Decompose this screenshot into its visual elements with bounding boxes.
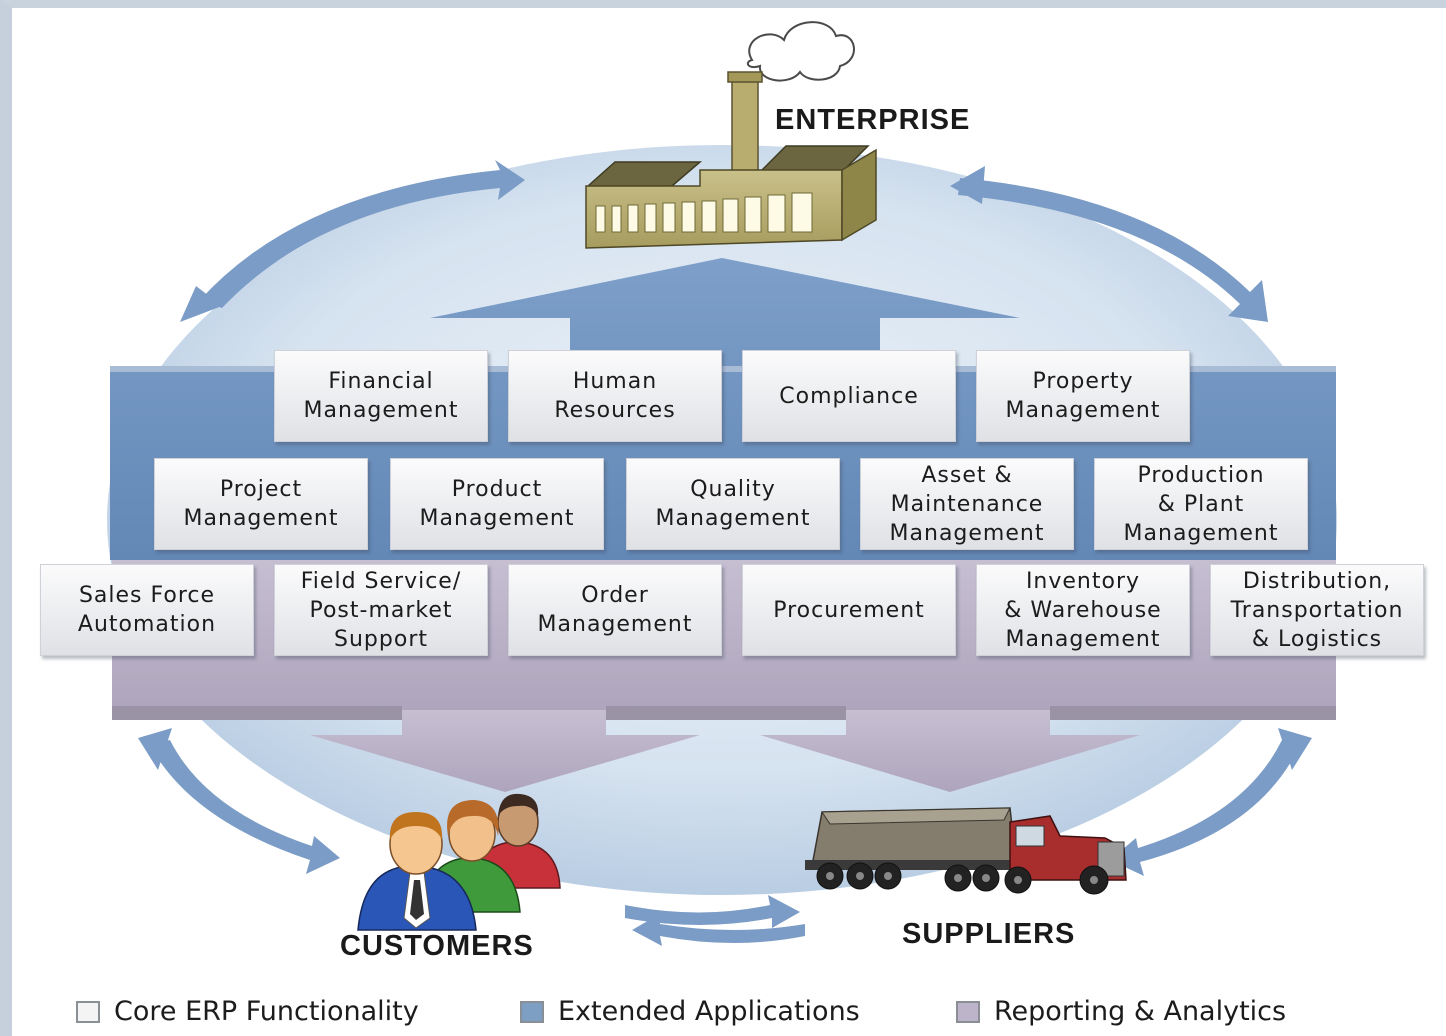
module-quality-management[interactable]: Quality Management (626, 458, 840, 550)
module-property-management[interactable]: Property Management (976, 350, 1190, 442)
module-procurement[interactable]: Procurement (742, 564, 956, 656)
legend-label-extended: Extended Applications (558, 996, 860, 1027)
suppliers-truck-illustration (805, 807, 1127, 895)
legend-core-erp: Core ERP Functionality (76, 996, 419, 1027)
module-asset-maintenance-management[interactable]: Asset & Maintenance Management (860, 458, 1074, 550)
legend-reporting-analytics: Reporting & Analytics (956, 996, 1286, 1027)
module-compliance[interactable]: Compliance (742, 350, 956, 442)
legend-label-core: Core ERP Functionality (114, 996, 419, 1027)
legend-extended-applications: Extended Applications (520, 996, 860, 1027)
legend-swatch-core (76, 1000, 100, 1023)
legend-swatch-extended (520, 1000, 544, 1023)
module-order-management[interactable]: Order Management (508, 564, 722, 656)
module-project-management[interactable]: Project Management (154, 458, 368, 550)
legend-label-reporting: Reporting & Analytics (994, 996, 1287, 1027)
customers-illustration (357, 793, 561, 931)
customers-label: CUSTOMERS (340, 930, 534, 962)
module-inventory-warehouse-management[interactable]: Inventory & Warehouse Management (976, 564, 1190, 656)
module-distribution-transportation-logistics[interactable]: Distribution, Transportation & Logistics (1210, 564, 1424, 656)
module-sales-force-automation[interactable]: Sales Force Automation (40, 564, 254, 656)
module-human-resources[interactable]: Human Resources (508, 350, 722, 442)
circular-flow-arrows (138, 160, 1312, 946)
module-production-plant-management[interactable]: Production & Plant Management (1094, 458, 1308, 550)
module-field-service-support[interactable]: Field Service/ Post-market Support (274, 564, 488, 656)
factory-illustration (585, 21, 877, 249)
suppliers-label: SUPPLIERS (902, 918, 1076, 950)
module-product-management[interactable]: Product Management (390, 458, 604, 550)
module-financial-management[interactable]: Financial Management (274, 350, 488, 442)
legend-swatch-reporting (956, 1000, 980, 1023)
enterprise-label: ENTERPRISE (775, 104, 971, 136)
